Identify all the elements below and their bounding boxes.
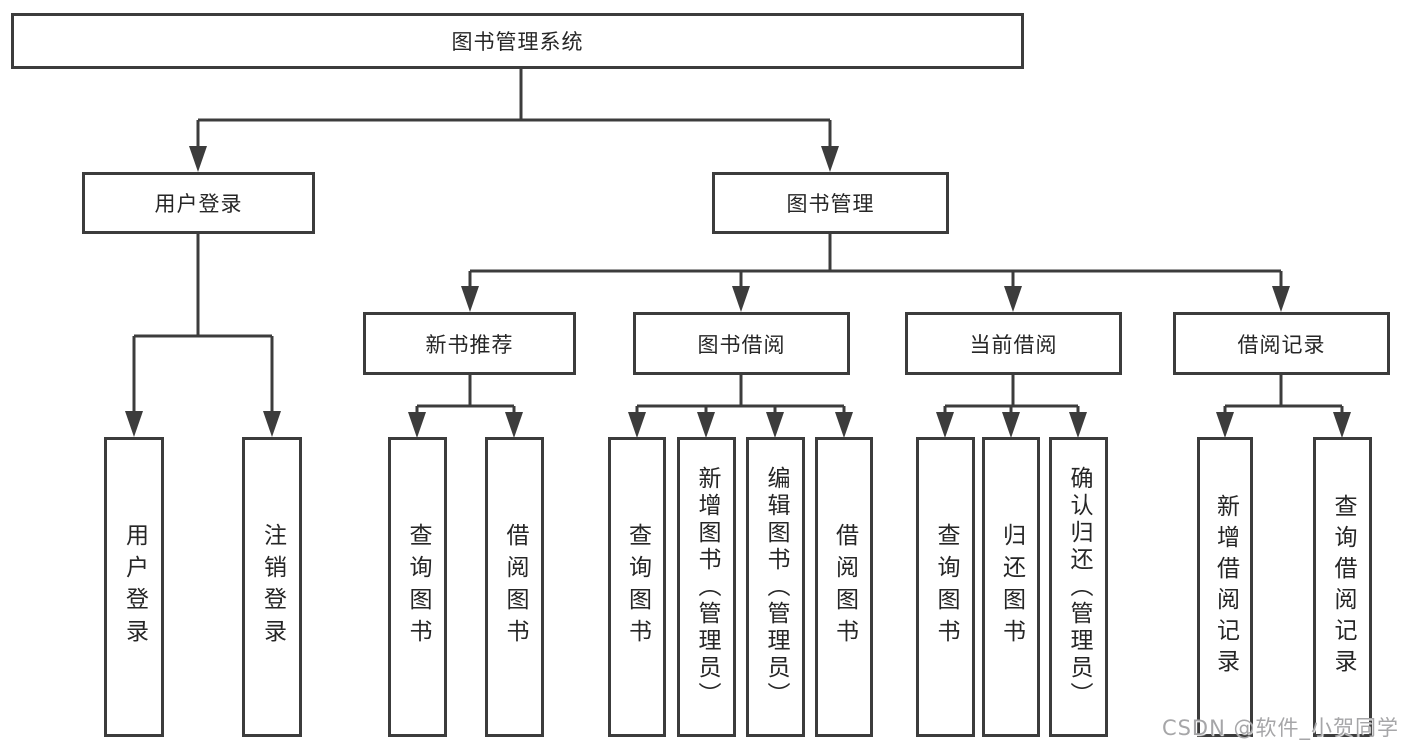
leaf-confirm-return-admin-label: 确认归还（管理员） [1066, 465, 1092, 709]
leaf-confirm-return-admin: 确认归还（管理员） [1049, 437, 1108, 737]
connector-current-borrow-to-leaves [936, 375, 1087, 438]
node-borrow-records-label: 借阅记录 [1237, 332, 1326, 357]
arrowhead [1216, 412, 1234, 438]
leaf-edit-book-admin: 编辑图书（管理员） [746, 437, 805, 737]
arrowhead [835, 412, 853, 438]
arrowhead [697, 412, 715, 438]
leaf-add-borrow-record-label: 新增借阅记录 [1212, 494, 1239, 680]
arrowhead [821, 146, 839, 172]
arrowhead [461, 286, 479, 312]
leaf-add-borrow-record: 新增借阅记录 [1197, 437, 1253, 737]
node-user-login-label: 用户登录 [154, 192, 243, 216]
node-book-management-label: 图书管理 [786, 192, 875, 216]
arrowhead [628, 412, 646, 438]
node-user-login: 用户登录 [82, 172, 315, 234]
leaf-borrow-books-recommend-label: 借阅图书 [502, 523, 528, 651]
leaf-logout-label: 注销登录 [259, 523, 286, 651]
connector-book-mgmt-to-level3 [461, 234, 1290, 312]
connector-new-books-to-leaves [408, 375, 523, 438]
arrowhead [1333, 412, 1351, 438]
node-current-borrow-label: 当前借阅 [969, 332, 1058, 357]
arrowhead [1069, 412, 1087, 438]
connector-root-to-level2 [189, 69, 839, 172]
leaf-borrow-books-label: 借阅图书 [831, 523, 858, 651]
leaf-logout: 注销登录 [242, 437, 302, 737]
arrowhead [263, 411, 281, 437]
arrowhead [1002, 412, 1020, 438]
leaf-borrow-books: 借阅图书 [815, 437, 873, 737]
connector-book-borrow-to-leaves [628, 375, 853, 438]
node-book-borrow: 图书借阅 [633, 312, 850, 375]
node-new-book-recommend: 新书推荐 [363, 312, 576, 375]
leaf-query-books-borrow-label: 查询图书 [624, 523, 651, 651]
leaf-query-borrow-record: 查询借阅记录 [1313, 437, 1372, 737]
node-borrow-records: 借阅记录 [1173, 312, 1390, 375]
arrowhead [189, 146, 207, 172]
connector-user-login-to-leaves [125, 234, 281, 437]
leaf-query-borrow-record-label: 查询借阅记录 [1330, 494, 1356, 680]
watermark: CSDN @软件_小贺同学 [1161, 716, 1399, 740]
leaf-add-book-admin: 新增图书（管理员） [677, 437, 736, 737]
leaf-user-login-label: 用户登录 [121, 523, 148, 651]
arrowhead [732, 286, 750, 312]
node-new-book-recommend-label: 新书推荐 [425, 332, 514, 357]
leaf-query-books-current: 查询图书 [916, 437, 975, 737]
node-book-management: 图书管理 [712, 172, 949, 234]
leaf-return-book-label: 归还图书 [998, 523, 1025, 651]
leaf-query-books-recommend: 查询图书 [388, 437, 447, 737]
leaf-return-book: 归还图书 [982, 437, 1040, 737]
arrowhead [1004, 286, 1022, 312]
leaf-borrow-books-recommend: 借阅图书 [485, 437, 544, 737]
node-book-borrow-label: 图书借阅 [697, 332, 786, 357]
arrowhead [408, 412, 426, 438]
leaf-edit-book-admin-label: 编辑图书（管理员） [763, 465, 789, 709]
leaf-query-books-borrow: 查询图书 [608, 437, 666, 737]
arrowhead [505, 412, 523, 438]
connector-borrow-records-to-leaves [1216, 375, 1351, 438]
arrowhead [1272, 286, 1290, 312]
leaf-query-books-current-label: 查询图书 [933, 523, 959, 651]
leaf-query-books-recommend-label: 查询图书 [405, 523, 431, 651]
arrowhead [125, 411, 143, 437]
arrowhead [936, 412, 954, 438]
arrowhead [766, 412, 784, 438]
leaf-user-login: 用户登录 [104, 437, 164, 737]
leaf-add-book-admin-label: 新增图书（管理员） [694, 465, 720, 709]
node-root-title-label: 图书管理系统 [451, 30, 584, 54]
node-current-borrow: 当前借阅 [905, 312, 1122, 375]
node-root-title: 图书管理系统 [11, 13, 1024, 69]
